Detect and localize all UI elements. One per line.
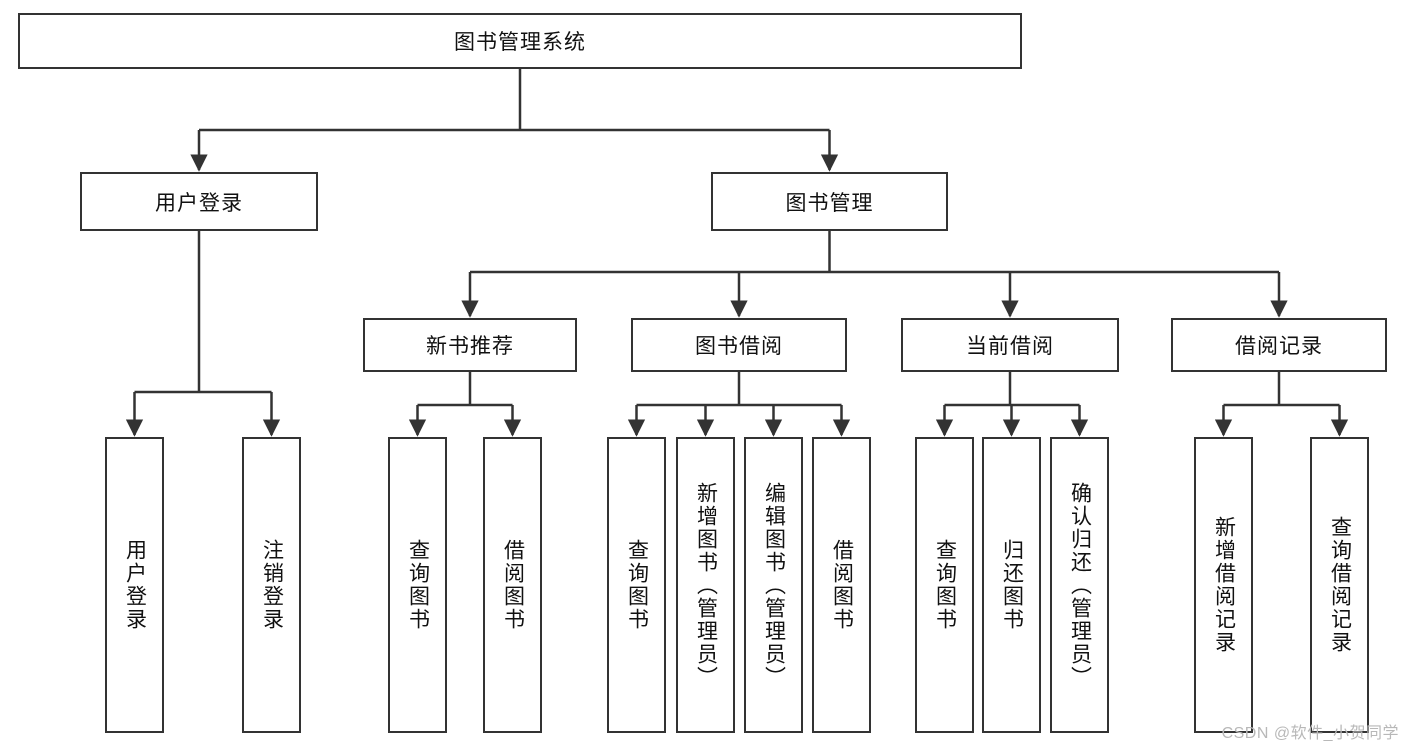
node-label: 图书管理 [785,191,874,215]
leaf-node-编辑图书（管理员）[interactable]: 编辑图书（管理员） [744,437,803,733]
level3-node-图书借阅[interactable]: 图书借阅 [631,318,847,372]
root-node-图书管理系统[interactable]: 图书管理系统 [18,13,1022,69]
node-label: 查询借阅记录 [1328,516,1352,654]
leaf-node-归还图书[interactable]: 归还图书 [982,437,1041,733]
node-label: 编辑图书（管理员） [762,481,786,689]
leaf-node-注销登录[interactable]: 注销登录 [242,437,301,733]
leaf-node-新增图书（管理员）[interactable]: 新增图书（管理员） [676,437,735,733]
leaf-node-查询图书[interactable]: 查询图书 [915,437,974,733]
leaf-node-借阅图书[interactable]: 借阅图书 [483,437,542,733]
node-label: 图书管理系统 [454,31,586,54]
node-label: 新增借阅记录 [1212,516,1236,654]
level2-node-用户登录[interactable]: 用户登录 [80,172,318,231]
watermark: CSDN @软件_小贺同学 [1221,725,1399,742]
leaf-node-查询借阅记录[interactable]: 查询借阅记录 [1310,437,1369,733]
node-label: 新书推荐 [426,335,514,358]
node-label: 用户登录 [155,191,243,215]
leaf-node-查询图书[interactable]: 查询图书 [607,437,666,733]
level3-node-新书推荐[interactable]: 新书推荐 [363,318,577,372]
node-label: 用户登录 [123,539,147,631]
node-label: 借阅记录 [1235,335,1323,358]
leaf-node-用户登录[interactable]: 用户登录 [105,437,164,733]
leaf-node-确认归还（管理员）[interactable]: 确认归还（管理员） [1050,437,1109,733]
node-label: 查询图书 [933,539,957,631]
level2-node-图书管理[interactable]: 图书管理 [711,172,948,231]
node-label: 新增图书（管理员） [694,481,718,689]
node-label: 借阅图书 [830,539,854,631]
node-label: 确认归还（管理员） [1068,481,1092,689]
node-label: 查询图书 [625,539,649,631]
node-label: 查询图书 [406,539,430,631]
leaf-node-新增借阅记录[interactable]: 新增借阅记录 [1194,437,1253,733]
node-label: 当前借阅 [966,335,1054,358]
node-label: 图书借阅 [695,335,783,358]
node-label: 归还图书 [1000,539,1024,631]
leaf-node-借阅图书[interactable]: 借阅图书 [812,437,871,733]
node-label: 借阅图书 [501,539,525,631]
leaf-node-查询图书[interactable]: 查询图书 [388,437,447,733]
node-label: 注销登录 [260,539,284,631]
level3-node-借阅记录[interactable]: 借阅记录 [1171,318,1387,372]
level3-node-当前借阅[interactable]: 当前借阅 [901,318,1119,372]
